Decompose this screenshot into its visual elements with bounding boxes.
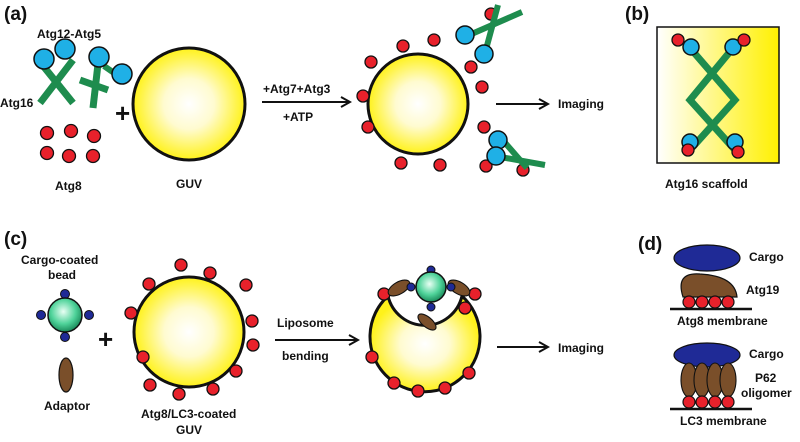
guv-c-label-line2: GUV xyxy=(176,423,202,437)
atg12-atg5-dot xyxy=(54,38,76,60)
membrane-atg8-dot xyxy=(479,159,493,173)
atg19-protein xyxy=(680,273,738,298)
p62-label-line2: oligomer xyxy=(741,386,792,400)
panel-c: (c) Cargo-coated bead Adaptor + xyxy=(4,229,604,437)
atg8-dot xyxy=(86,128,102,144)
atg16-complex-left xyxy=(33,38,76,106)
scaffold-box xyxy=(656,26,780,164)
reaction-conditions-line2: +ATP xyxy=(283,110,313,124)
atg8-dot xyxy=(61,148,77,164)
cargo-coated-bead xyxy=(36,289,94,342)
atg19-schematic xyxy=(670,244,752,311)
panel-d-letter: (d) xyxy=(638,234,662,255)
atg8-dot xyxy=(39,125,55,141)
reaction-conditions-line1: +Atg7+Atg3 xyxy=(263,82,331,96)
cargo-ellipse xyxy=(673,244,741,272)
atg12-atg5-dot xyxy=(33,48,55,70)
atg8-cluster xyxy=(39,123,102,164)
top-cargo-label: Cargo xyxy=(749,250,784,264)
atg8-membrane-label: Atg8 membrane xyxy=(677,314,768,328)
atg8-coated-guv xyxy=(124,258,260,401)
lc3-membrane-label: LC3 membrane xyxy=(680,414,767,428)
membrane-atg8-dot xyxy=(396,39,410,53)
step-label-line2: bending xyxy=(282,349,329,363)
membrane-atg8-dot xyxy=(356,89,370,103)
adaptor-label: Adaptor xyxy=(44,399,90,413)
membrane-atg8-dot xyxy=(364,55,378,69)
atg12-atg5-label: Atg12-Atg5 xyxy=(37,27,101,41)
atg12-atg5-dot xyxy=(88,46,110,68)
atg8-dot xyxy=(63,123,79,139)
cargo-bead-label-line1: Cargo-coated xyxy=(21,253,98,267)
panel-d: (d) Cargo Atg19 Atg8 membrane Car xyxy=(638,234,792,428)
step-label-line1: Liposome xyxy=(277,316,334,330)
membrane-atg8-dot xyxy=(427,33,441,47)
panel-b: (b) Atg16 scaffold xyxy=(625,4,780,191)
atg12-atg5-dot xyxy=(111,63,133,85)
atg16-scaffold-dimer xyxy=(671,33,751,159)
atg8-label: Atg8 xyxy=(55,179,82,193)
guv-vesicle xyxy=(131,46,247,162)
membrane-atg8-dot xyxy=(464,60,478,74)
plus-sign-c: + xyxy=(98,324,113,354)
membrane-atg8-dot xyxy=(433,158,447,172)
panel-a-letter: (a) xyxy=(4,4,27,25)
p62-schematic xyxy=(670,342,752,411)
imaging-label-c: Imaging xyxy=(558,341,604,355)
atg16-label: Atg16 xyxy=(0,96,34,110)
atg8-dot xyxy=(39,145,55,161)
p62-label-line1: P62 xyxy=(755,371,777,385)
atg19-label: Atg19 xyxy=(746,283,780,297)
cargo-bead-label-line2: bead xyxy=(48,268,76,282)
atg8-dot xyxy=(85,148,101,164)
bent-guv xyxy=(365,265,482,398)
membrane-atg8-dot xyxy=(475,80,489,94)
membrane-atg8-dot xyxy=(394,156,408,170)
membrane-atg8-dot xyxy=(477,120,491,134)
decorated-guv xyxy=(356,4,546,177)
panel-a: (a) Atg12-Atg5 Atg16 Atg8 + xyxy=(0,4,604,193)
adaptor-protein xyxy=(58,357,74,393)
panel-b-letter: (b) xyxy=(625,4,649,25)
panel-c-letter: (c) xyxy=(4,229,27,250)
guv-c-label-line1: Atg8/LC3-coated xyxy=(141,407,236,421)
membrane-atg8-dot xyxy=(361,120,375,134)
guv-label: GUV xyxy=(176,177,202,191)
atg16-complex-right xyxy=(78,46,133,109)
scaffold-caption: Atg16 scaffold xyxy=(665,177,748,191)
imaging-label-a: Imaging xyxy=(558,97,604,111)
plus-sign: + xyxy=(115,98,130,128)
bottom-cargo-label: Cargo xyxy=(749,347,784,361)
